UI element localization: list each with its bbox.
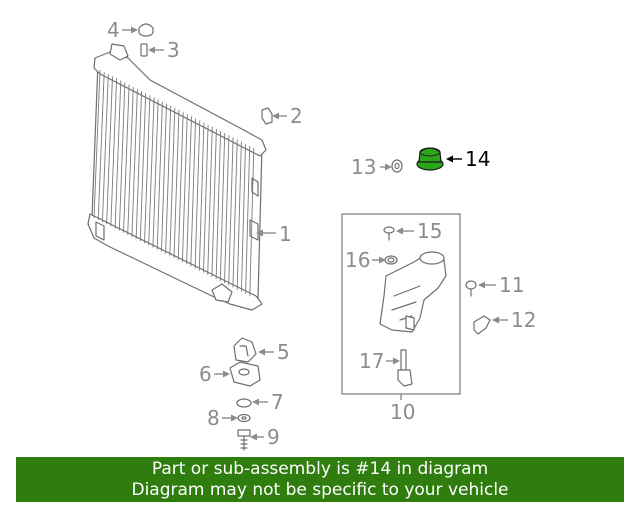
radiator-fin xyxy=(152,99,159,248)
callout-labels: 1 2 3 4 5 6 7 8 9 10 11 12 13 14 15 16 1… xyxy=(107,18,536,449)
radiator-fin xyxy=(135,91,143,240)
radiator-fin xyxy=(194,120,201,269)
radiator-fin xyxy=(160,103,167,252)
radiator-fin xyxy=(156,101,163,250)
callout-17[interactable]: 17 xyxy=(359,349,384,373)
radiator-fin xyxy=(123,84,130,233)
radiator-fin xyxy=(219,133,226,282)
radiator-fin xyxy=(198,122,205,271)
radiator-fin xyxy=(236,141,242,290)
radiator-fin xyxy=(245,145,251,294)
callout-3[interactable]: 3 xyxy=(167,38,180,62)
radiator-fin xyxy=(148,97,155,246)
clip-part-2[interactable] xyxy=(261,107,273,125)
radiator-fin xyxy=(131,88,138,237)
banner-line-part: Part or sub-assembly is #14 in diagram xyxy=(151,458,489,479)
callout-9[interactable]: 9 xyxy=(267,425,280,449)
washer-part-7[interactable] xyxy=(236,398,252,408)
banner-line-disclaimer: Diagram may not be specific to your vehi… xyxy=(131,479,509,500)
radiator-fin xyxy=(144,95,151,244)
radiator-fin xyxy=(215,131,222,280)
callout-16[interactable]: 16 xyxy=(345,248,370,272)
callout-leaders xyxy=(122,26,508,441)
callout-14[interactable]: 14 xyxy=(465,147,490,171)
reservoir-cap-part-14[interactable] xyxy=(416,147,444,171)
radiator-fin xyxy=(186,116,192,265)
radiator-fin xyxy=(169,107,176,256)
sensor-part-17[interactable] xyxy=(397,349,413,387)
radiator-fin xyxy=(203,124,209,273)
radiator-fin xyxy=(181,114,188,263)
callout-10[interactable]: 10 xyxy=(390,400,415,424)
plug-part-13[interactable] xyxy=(391,159,403,173)
clip-part-12[interactable] xyxy=(473,315,491,335)
washer-part-8[interactable] xyxy=(237,413,251,423)
radiator-fin xyxy=(118,82,126,231)
radiator-fin xyxy=(224,135,230,284)
radiator-fin xyxy=(97,72,105,221)
radiator-part[interactable] xyxy=(87,43,267,311)
mount-part-5[interactable] xyxy=(233,337,257,363)
radiator-fin xyxy=(228,137,234,286)
callout-11[interactable]: 11 xyxy=(499,273,524,297)
radiator-fin xyxy=(165,105,172,254)
mount-part-6[interactable] xyxy=(229,361,261,387)
bolt-part-11[interactable] xyxy=(465,280,477,297)
radiator-fin xyxy=(106,76,113,225)
callout-13[interactable]: 13 xyxy=(351,155,376,179)
radiator-fin xyxy=(93,69,101,219)
radiator-fin xyxy=(249,147,255,296)
radiator-fin xyxy=(190,118,197,267)
pin-part-3[interactable] xyxy=(140,43,148,57)
callout-1[interactable]: 1 xyxy=(279,222,292,246)
radiator-fin xyxy=(240,143,246,292)
callout-2[interactable]: 2 xyxy=(290,104,303,128)
radiator-fin xyxy=(139,93,147,242)
radiator-fin xyxy=(110,78,118,227)
radiator-fin xyxy=(127,86,134,235)
oring-part-16[interactable] xyxy=(384,255,398,265)
callout-7[interactable]: 7 xyxy=(271,390,284,414)
callout-6[interactable]: 6 xyxy=(199,362,212,386)
radiator-fin xyxy=(101,74,109,223)
radiator-fin xyxy=(211,128,217,277)
bolt-part-9[interactable] xyxy=(237,429,251,451)
radiator-fin xyxy=(232,139,238,288)
callout-15[interactable]: 15 xyxy=(417,219,442,243)
radiator-fin xyxy=(207,126,213,275)
cap-part-4[interactable] xyxy=(138,23,154,37)
radiator-fins xyxy=(93,69,255,296)
radiator-fin xyxy=(173,109,180,259)
diagram-notice-banner: Part or sub-assembly is #14 in diagram D… xyxy=(16,457,624,502)
callout-12[interactable]: 12 xyxy=(511,308,536,332)
radiator-fin xyxy=(114,80,122,229)
callout-5[interactable]: 5 xyxy=(277,340,290,364)
screw-part-15[interactable] xyxy=(383,226,395,241)
callout-8[interactable]: 8 xyxy=(207,406,220,430)
radiator-fin xyxy=(177,112,184,261)
reservoir-assembly-box[interactable] xyxy=(341,213,461,400)
callout-4[interactable]: 4 xyxy=(107,18,120,42)
